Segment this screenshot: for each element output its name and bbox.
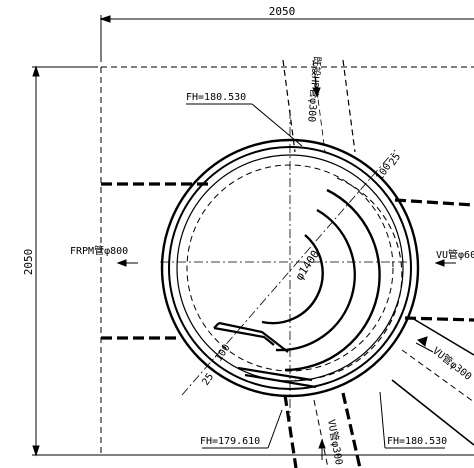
left-dimension-label: 2050 [22,249,35,276]
vu-bottom-pipe-label: VU管φ300 [325,418,346,466]
pipe-existing-hp [282,59,356,153]
pipe-vu-bottom [283,392,362,468]
manhole-outer-rings [160,138,420,398]
center-lines [160,110,412,420]
dim-100-lower-label: 100 [213,343,232,364]
fh-bottom-right-label: FH=180.530 [387,436,447,447]
frpm-pipe-label: FRPM管φ800 [70,244,128,257]
slab-outline [100,66,474,455]
vu-lower-right-pipe-label: VU管φ300 [430,344,474,383]
fh-bottom-left-label: FH=179.610 [200,436,260,447]
pipe-vu-lower-right [391,317,474,446]
diameter-label: φ1400 [293,248,322,283]
pipe-frpm-left [101,182,210,340]
top-dimension-label: 2050 [269,5,296,18]
inner-channels [213,177,403,389]
pipe-vu-right [394,198,474,322]
fh-top-label: FH=180.530 [186,92,246,103]
leader-lines [186,103,445,449]
dimension-lines [32,15,474,457]
vu-right-pipe-label: VU管φ600 [436,248,474,261]
flow-arrows [116,75,456,460]
dim-25-lower-label: 25 [200,372,216,388]
existing-hp-pipe-label: 既設HP管φ300 [305,56,324,123]
